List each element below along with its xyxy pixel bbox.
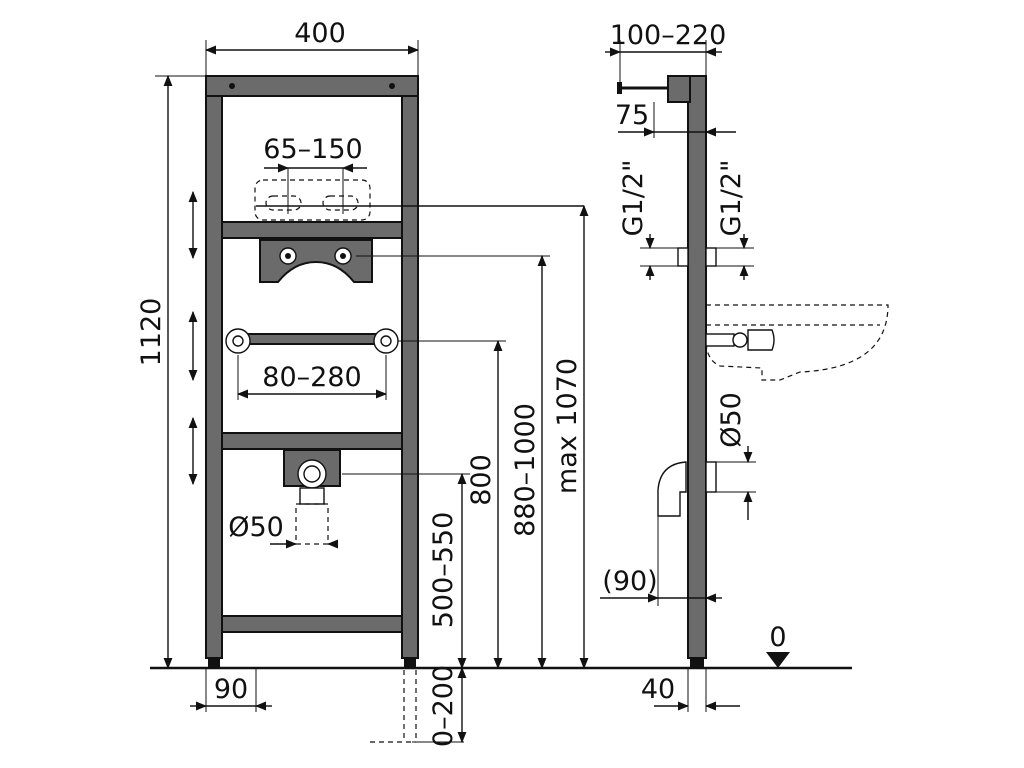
supply-plate [259, 239, 373, 283]
drain-diameter-label: Ø50 [228, 512, 284, 543]
top-rail [205, 75, 419, 97]
thread-right-label: G1/2" [716, 160, 747, 237]
bracket-bar [235, 333, 389, 345]
side-drain-diameter-label: Ø50 [716, 392, 747, 448]
left-foot [208, 658, 220, 668]
thread-left-label: G1/2" [618, 160, 649, 237]
below-floor-label: 0–200 [428, 665, 459, 747]
offset-label: 75 [615, 100, 649, 131]
upper-crossbar [221, 221, 403, 239]
side-drain-elbow [657, 461, 687, 517]
foot-width-label: 90 [214, 674, 248, 705]
frame-depth-label: 40 [641, 674, 675, 705]
width-label: 400 [294, 18, 346, 49]
supply-height-label: 880–1000 [510, 403, 541, 537]
bracket-spacing-label: 80–280 [262, 362, 361, 393]
left-post [205, 75, 223, 659]
bracket-height-label: 800 [466, 454, 497, 506]
right-foot [404, 658, 416, 668]
side-foot [690, 658, 704, 668]
outlet-outline [254, 179, 371, 221]
floor-level-marker [766, 652, 790, 668]
basin-outline [705, 304, 889, 381]
drain-offset-label: (90) [602, 566, 657, 597]
height-label: 1120 [136, 298, 167, 367]
depth-label: 100–220 [610, 20, 727, 51]
front-view: 400 1120 65–150 80–280 Ø50 90 [136, 18, 589, 747]
max-height-label: max 1070 [552, 358, 583, 494]
floor-level-label: 0 [769, 622, 786, 653]
drain-height-label: 500–550 [428, 512, 459, 629]
right-post [401, 75, 419, 659]
middle-crossbar [221, 432, 403, 450]
outlet-spacing-label: 65–150 [263, 134, 362, 165]
side-view: 100–220 75 G1/2" G1/2" Ø50 (90) [600, 20, 889, 712]
bottom-crossbar [221, 615, 403, 633]
side-post [687, 75, 707, 659]
